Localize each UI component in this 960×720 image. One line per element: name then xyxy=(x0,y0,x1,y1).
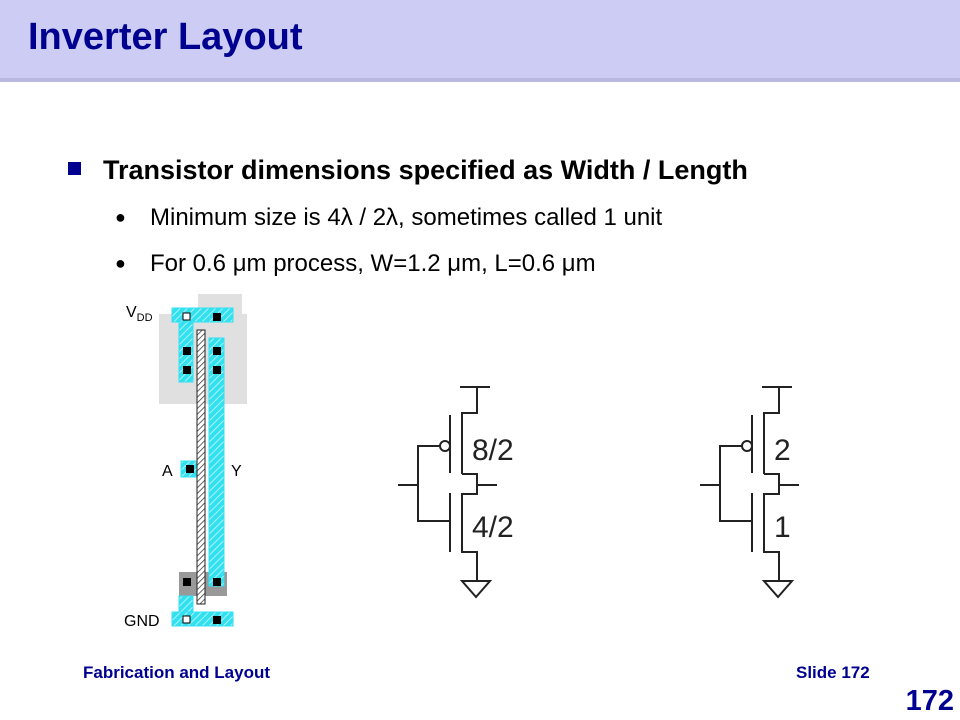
slide-title: Inverter Layout xyxy=(28,16,303,58)
footer-title: Fabrication and Layout xyxy=(83,663,271,682)
sub-bullet: ● Minimum size is 4λ / 2λ, sometimes call… xyxy=(115,204,662,232)
pmos-size-label: 2 xyxy=(774,434,791,467)
inverter-schematic-units: 2 1 xyxy=(700,386,799,599)
inverter-layout: VDD A Y GND xyxy=(124,294,247,630)
sub-bullet: ● For 0.6 μm process, W=1.2 μm, L=0.6 μm xyxy=(115,250,596,278)
bullet-text: Transistor dimensions specified as Width… xyxy=(103,155,748,185)
title-bar: Inverter Layout xyxy=(0,0,960,82)
pmos-size-label: 8/2 xyxy=(472,434,514,467)
square-bullet-icon xyxy=(68,162,81,175)
nmos-size-label: 4/2 xyxy=(472,511,514,544)
sub-bullet-text: Minimum size is 4λ / 2λ, sometimes calle… xyxy=(150,204,663,231)
inverter-schematic-sized: 8/2 4/2 xyxy=(398,386,514,599)
gnd-label: GND xyxy=(124,613,160,630)
sub-bullet-text: For 0.6 μm process, W=1.2 μm, L=0.6 μm xyxy=(150,250,596,277)
vdd-label: VDD xyxy=(126,304,153,324)
output-y-label: Y xyxy=(231,463,242,480)
dot-bullet-icon: ● xyxy=(115,253,126,273)
bullet-main: Transistor dimensions specified as Width… xyxy=(68,155,748,186)
input-a-label: A xyxy=(162,463,173,480)
nmos-size-label: 1 xyxy=(774,511,791,544)
page-number: 172 xyxy=(905,685,954,717)
footer-slide-label: Slide 172 xyxy=(796,663,870,682)
dot-bullet-icon: ● xyxy=(115,207,126,227)
